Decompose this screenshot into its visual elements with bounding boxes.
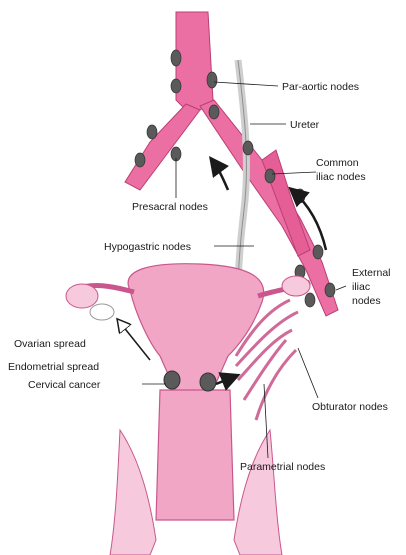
lymph-node [243,141,253,155]
spread-arrow [212,160,228,190]
label-obturator-nodes: Obturator nodes [312,401,388,413]
label-external-iliac-line3: nodes [352,295,381,307]
cervical-tumor [164,371,180,389]
label-common-iliac-line2: iliac nodes [316,171,366,183]
label-external-iliac-line2: iliac [352,281,370,293]
label-presacral-nodes: Presacral nodes [132,201,208,213]
left-fimbria [90,304,114,320]
lymph-node [265,169,275,183]
lymph-node [171,79,181,93]
lymph-node [171,50,181,66]
label-par-aortic-nodes: Par-aortic nodes [282,81,359,93]
lymph-node [147,125,157,139]
label-ureter: Ureter [290,119,320,131]
lymph-node [207,72,217,88]
cervix-vagina [156,390,234,520]
label-common-iliac-line1: Common [316,157,359,169]
label-cervical-cancer: Cervical cancer [28,379,101,391]
lymph-node [313,245,323,259]
aorta [176,12,213,110]
cervical-tumor [200,373,216,391]
label-external-iliac-line1: External [352,267,391,279]
label-hypogastric-nodes: Hypogastric nodes [104,241,191,253]
lymph-node [325,283,335,297]
lymph-node [209,105,219,119]
left-ovary [66,284,98,308]
right-ovary [282,276,310,296]
label-parametrial-nodes: Parametrial nodes [240,461,325,473]
lymph-node [305,293,315,307]
left-common-iliac-artery [125,104,200,190]
vaginal-wall [234,430,282,555]
label-ovarian-spread: Ovarian spread [14,338,86,350]
lymph-node [135,153,145,167]
label-endometrial-spread: Endometrial spread [8,361,99,373]
vaginal-wall [110,430,156,555]
